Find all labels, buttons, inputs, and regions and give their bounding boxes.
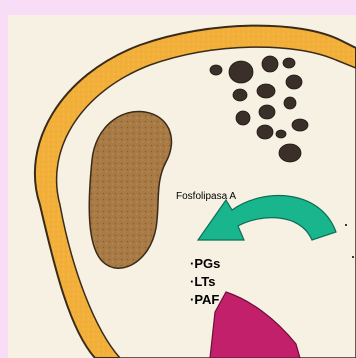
mediator-item: ·PAF [190, 291, 220, 309]
enzyme-label: Fosfolipasa A [176, 191, 236, 202]
mediator-list: ·PGs ·LTs ·PAF [190, 255, 220, 309]
stray-dot [345, 224, 347, 226]
stray-dot [352, 256, 354, 258]
mediator-item: ·LTs [190, 273, 220, 291]
mediator-item: ·PGs [190, 255, 220, 273]
